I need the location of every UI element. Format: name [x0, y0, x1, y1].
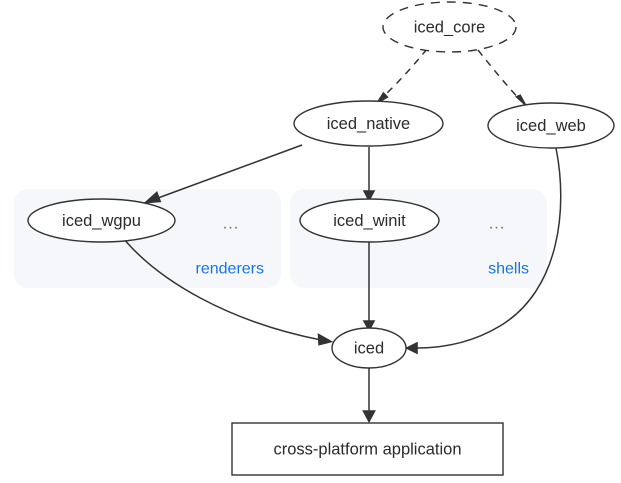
node-iced-core-shape[interactable]	[382, 1, 517, 53]
node-iced-label: iced	[354, 340, 384, 358]
edge-iced-winit-to-iced	[362, 242, 376, 333]
edge-iced-to-app	[362, 368, 376, 424]
cluster-renderers-ellipsis: ...	[223, 216, 239, 233]
node-iced-native-shape[interactable]	[293, 100, 444, 147]
edge-iced-native-to-iced-winit-arrowhead	[362, 190, 376, 203]
node-iced[interactable]: iced	[331, 327, 407, 369]
edge-iced-core-to-iced-native-path	[381, 48, 428, 99]
edge-iced-wgpu-to-iced-arrowhead	[317, 333, 334, 346]
node-iced-wgpu[interactable]: iced_wgpu	[27, 198, 176, 243]
cluster-shells-label: shells	[488, 261, 529, 278]
node-iced-winit-label: iced_winit	[333, 212, 406, 230]
node-iced-winit[interactable]: iced_winit	[299, 198, 440, 243]
edge-iced-core-to-iced-web	[477, 49, 528, 108]
edge-iced-native-to-iced-wgpu-arrowhead	[143, 191, 162, 204]
edge-iced-wgpu-to-iced	[122, 237, 334, 346]
node-iced-wgpu-shape[interactable]	[27, 198, 176, 243]
node-iced-shape[interactable]	[331, 327, 407, 369]
edge-iced-core-to-iced-web-arrowhead	[515, 94, 528, 108]
edge-iced-web-to-iced	[404, 147, 562, 355]
node-cross-platform-application-shape[interactable]	[231, 422, 504, 476]
node-iced-core[interactable]: iced_core	[382, 1, 517, 53]
node-iced-core-label: iced_core	[414, 19, 486, 37]
edge-iced-wgpu-to-iced-path	[122, 237, 322, 341]
node-iced-web-shape[interactable]	[487, 102, 615, 149]
node-cross-platform-application[interactable]: cross-platform application	[231, 422, 504, 476]
edge-iced-to-app-arrowhead	[362, 410, 376, 424]
cluster-shells-ellipsis: ...	[489, 216, 505, 233]
node-iced-native[interactable]: iced_native	[293, 100, 444, 147]
edge-iced-winit-to-iced-arrowhead	[362, 320, 376, 333]
edge-iced-native-to-iced-wgpu	[143, 144, 303, 204]
node-iced-winit-shape[interactable]	[299, 198, 440, 243]
node-cross-platform-application-label: cross-platform application	[274, 441, 462, 459]
edge-iced-native-to-iced-wgpu-path	[157, 144, 303, 199]
edge-iced-core-to-iced-native	[375, 48, 428, 105]
node-iced-wgpu-label: iced_wgpu	[62, 212, 141, 230]
edge-iced-web-to-iced-path	[416, 147, 562, 349]
cluster-renderers-label: renderers	[196, 261, 264, 278]
edge-iced-core-to-iced-web-path	[477, 49, 522, 102]
edge-iced-native-to-iced-winit	[362, 147, 376, 203]
node-iced-native-label: iced_native	[327, 115, 410, 133]
edge-iced-web-to-iced-arrowhead	[404, 341, 418, 355]
node-iced-web[interactable]: iced_web	[487, 102, 615, 149]
node-iced-web-label: iced_web	[516, 117, 586, 135]
